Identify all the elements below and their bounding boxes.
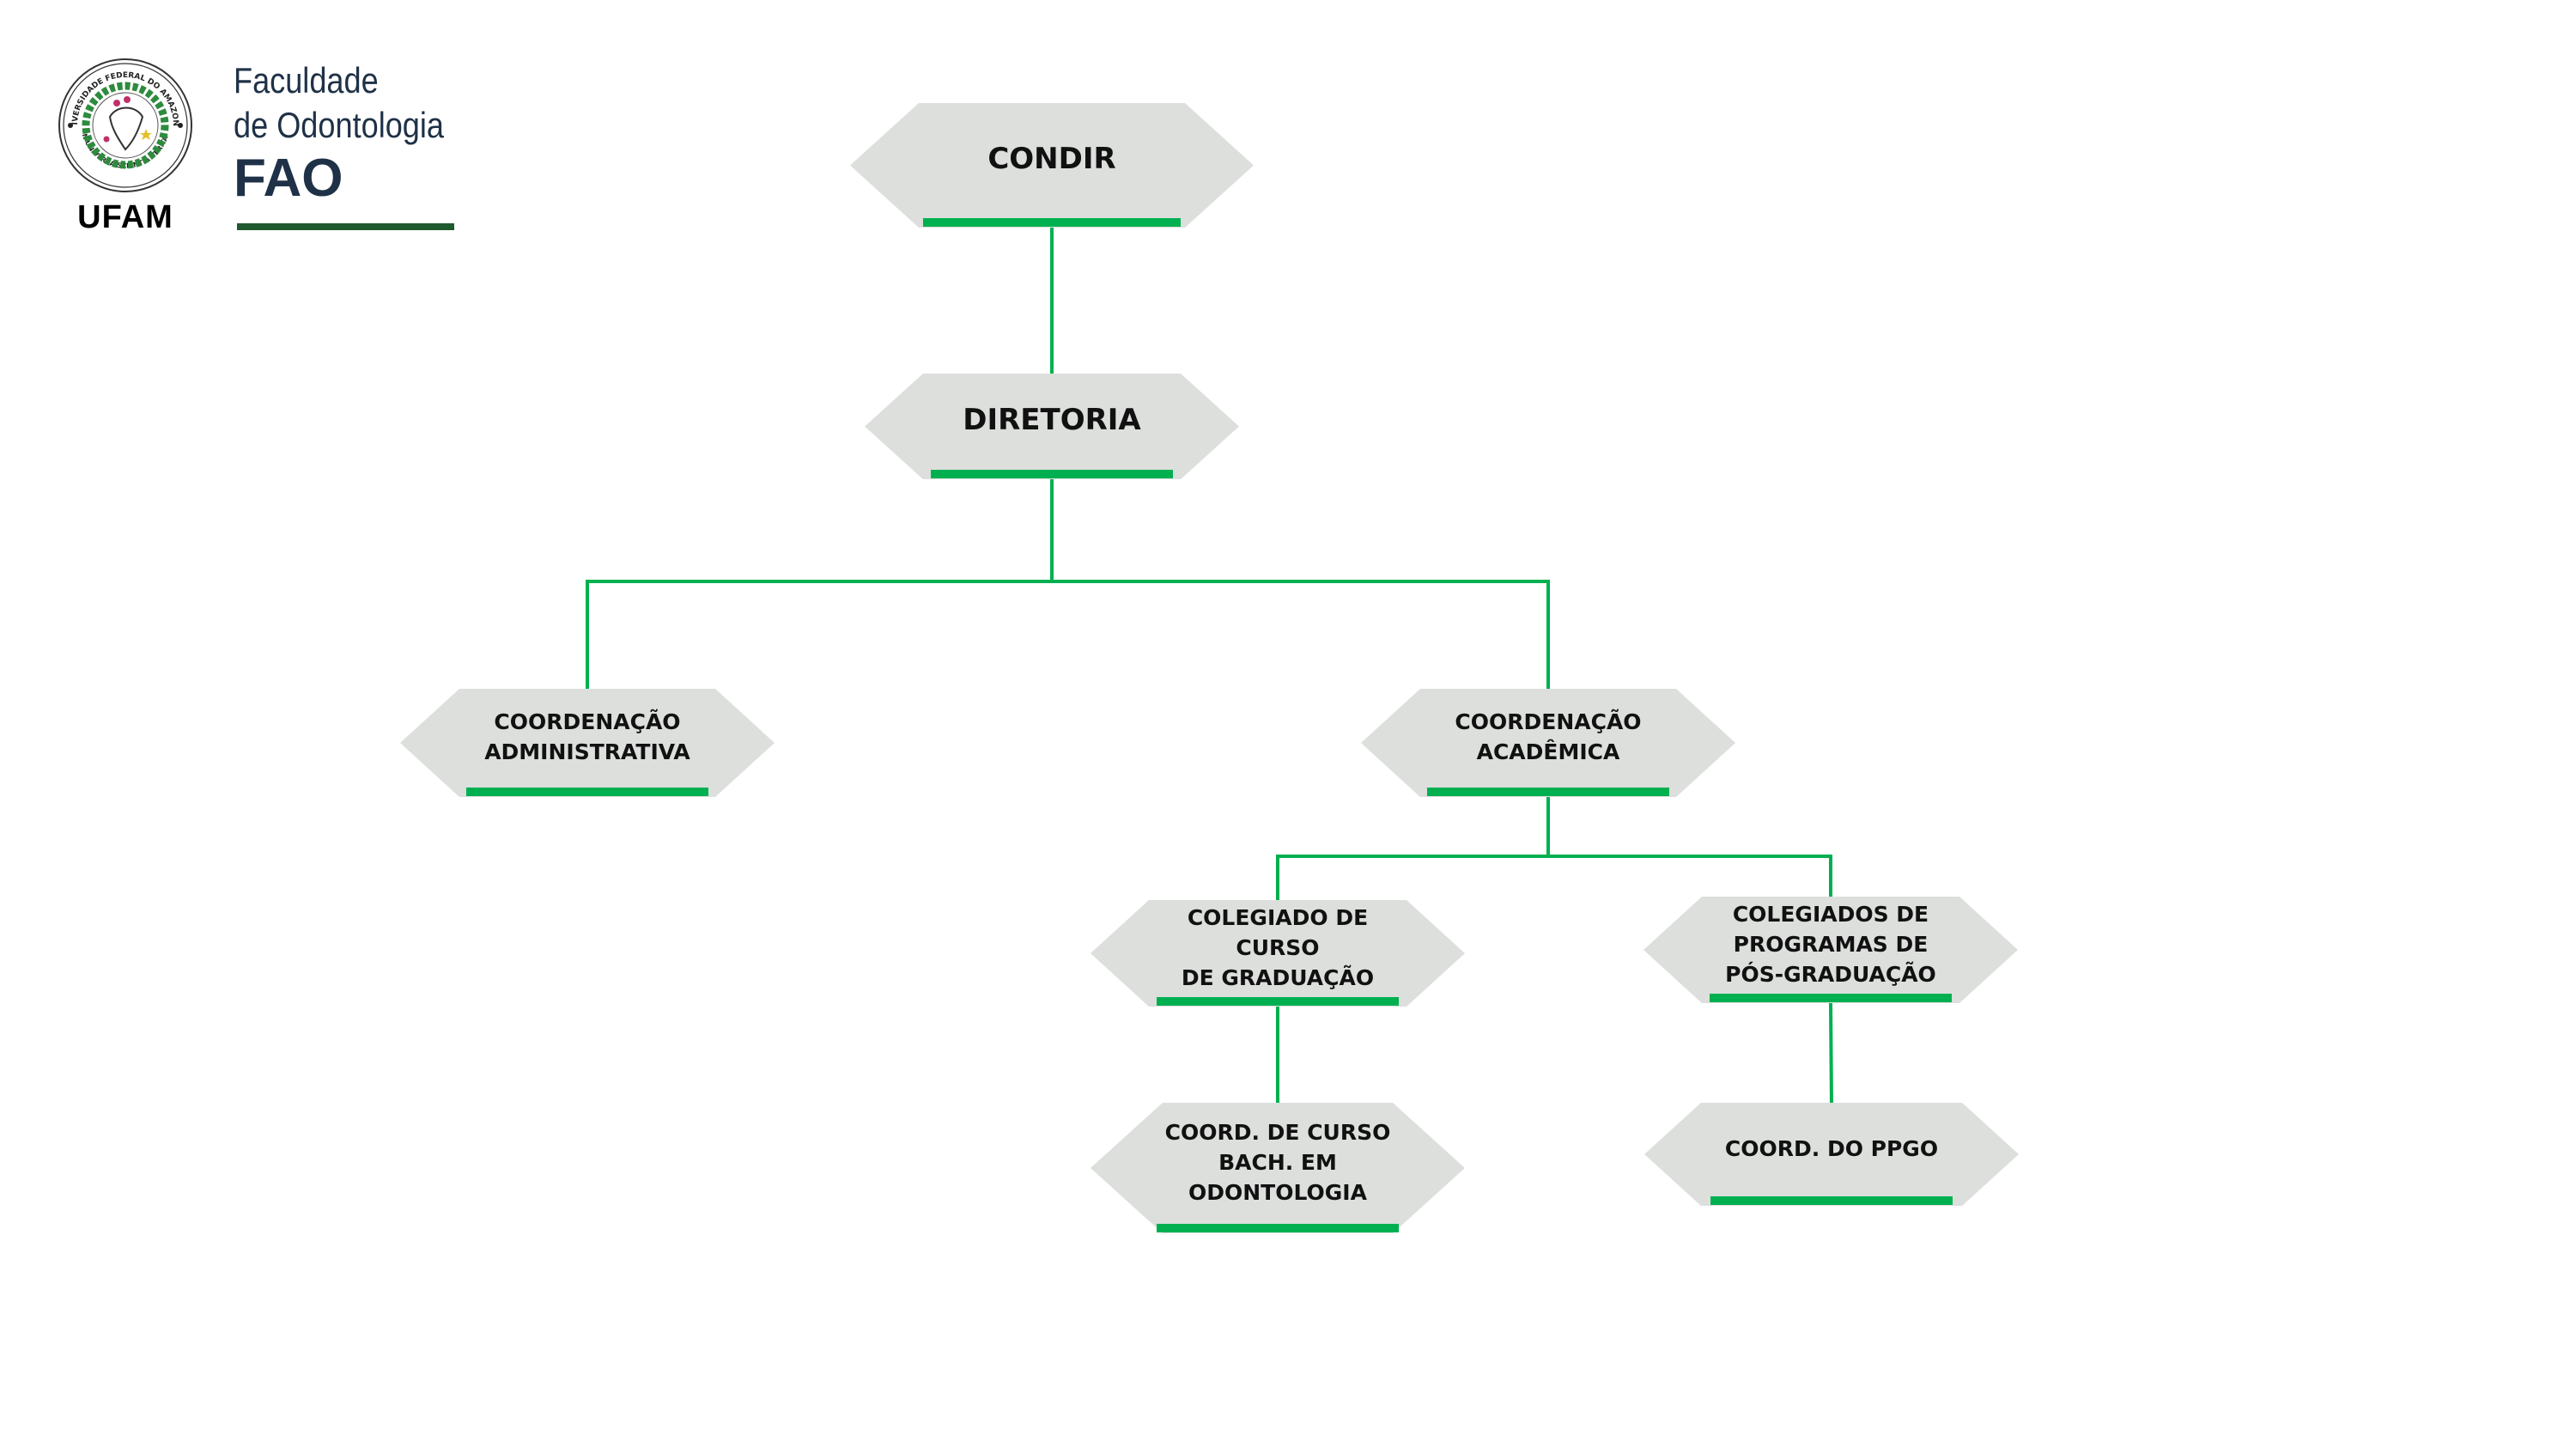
node-label-colegiados-pos: COLEGIADOS DE PROGRAMAS DE PÓS-GRADUAÇÃO [1725,901,1936,987]
node-label-coord-acad: COORDENAÇÃO ACADÊMICA [1455,709,1642,764]
node-shape-diretoria [865,374,1239,479]
node-colegiados-pos: COLEGIADOS DE PROGRAMAS DE PÓS-GRADUAÇÃO [1679,897,1983,991]
node-underline-colegiado-grad [1157,997,1399,1006]
node-shape-coord-bach [1091,1103,1465,1233]
node-underline-coord-bach [1157,1224,1399,1232]
node-label-coord-adm: COORDENAÇÃO ADMINISTRATIVA [484,709,690,764]
faculty-name-line2: de Odontologia [234,105,445,145]
header-rule [237,223,454,230]
node-shape-colegiado-grad [1091,900,1465,1007]
ufam-seal-logo: UNIVERSIDADE FEDERAL DO AMAZONAS IN UNIV… [57,57,192,192]
node-coord-acad: COORDENAÇÃO ACADÊMICA [1396,689,1699,785]
faculty-name-line1: Faculdade [234,60,379,100]
node-shape-colegiados-pos [1643,897,2018,1003]
node-shape-condir [850,103,1254,228]
node-label-colegiado-grad: COLEGIADO DE CURSO DE GRADUAÇÃO [1181,904,1375,990]
node-underline-coord-adm [466,788,708,796]
connector-colegiados-pos-coord-ppgo [1829,1002,1833,1107]
node-underline-colegiados-pos [1710,994,1952,1002]
node-shape-coord-ppgo [1644,1103,2019,1206]
node-condir: CONDIR [891,103,1212,216]
node-diretoria: DIRETORIA [900,374,1204,467]
node-underline-coord-ppgo [1710,1196,1953,1205]
header: UNIVERSIDADE FEDERAL DO AMAZONAS IN UNIV… [0,0,515,258]
node-colegiado-grad: COLEGIADO DE CURSO DE GRADUAÇÃO [1126,900,1430,995]
node-coord-adm: COORDENAÇÃO ADMINISTRATIVA [435,689,738,785]
node-underline-condir [923,218,1181,227]
node-label-coord-ppgo: COORD. DO PPGO [1724,1135,1939,1161]
node-underline-coord-acad [1427,788,1669,796]
node-underline-diretoria [931,470,1173,478]
node-label-diretoria: DIRETORIA [963,402,1141,437]
node-shape-coord-acad [1361,689,1735,797]
node-shape-coord-adm [400,689,775,797]
node-coord-ppgo: COORD. DO PPGO [1679,1103,1985,1194]
node-coord-bach: COORD. DE CURSO BACH. EM ODONTOLOGIA [1133,1103,1421,1221]
university-abbr: UFAM [77,199,173,235]
faculty-abbr: FAO [234,149,343,208]
node-label-condir: CONDIR [987,141,1116,176]
node-label-coord-bach: COORD. DE CURSO BACH. EM ODONTOLOGIA [1164,1119,1391,1205]
